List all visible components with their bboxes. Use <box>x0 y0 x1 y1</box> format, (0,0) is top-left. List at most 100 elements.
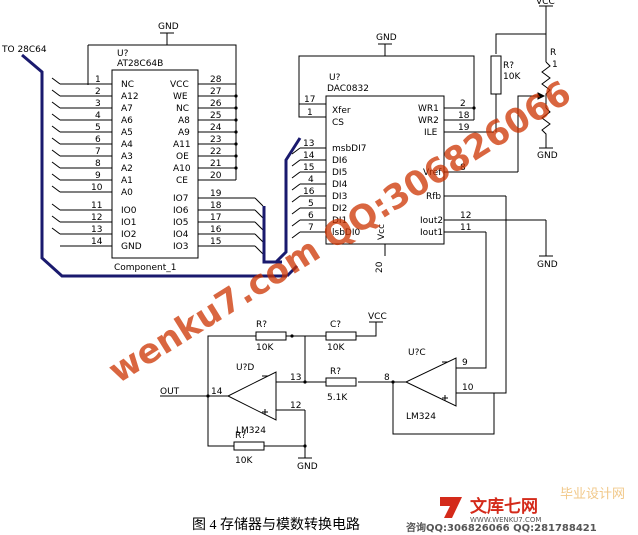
ic1-right-pins: VCC 28 WE 27 NC 26 A8 25 A9 24 A11 23 <box>170 75 255 252</box>
svg-text:22: 22 <box>210 147 221 157</box>
svg-text:A1: A1 <box>121 176 133 186</box>
svg-text:WR1: WR1 <box>418 104 439 114</box>
dac-right-pins: WR1 2 WR2 18 ILE 19 Vref 8 Rfb Iout2 12 <box>418 99 546 238</box>
svg-text:IO1: IO1 <box>121 218 136 228</box>
dac-pin: 17 Xfer <box>304 95 351 116</box>
svg-text:A6: A6 <box>121 116 133 126</box>
svg-text:Iout2: Iout2 <box>420 216 443 226</box>
node10-label: 10 <box>462 383 474 393</box>
svg-text:NC: NC <box>121 80 134 90</box>
svg-text:WR2: WR2 <box>418 116 439 126</box>
svg-text:A2: A2 <box>121 164 133 174</box>
node8-label: 8 <box>384 373 390 383</box>
svg-text:A9: A9 <box>178 128 190 138</box>
ic1-control-junctions <box>234 84 238 180</box>
vcc-opamp-label: VCC <box>368 312 387 322</box>
dac-pin: 7 lsbDI0 <box>300 223 360 238</box>
r-top-val: 10K <box>503 72 521 82</box>
ic1-body <box>111 69 199 259</box>
svg-text:Iout1: Iout1 <box>420 228 443 238</box>
dac-gnd-label: GND <box>376 33 397 43</box>
contact-watermark: 咨询QQ:306826066 QQ:281788421 <box>406 521 597 534</box>
dac-pin: 15 DI5 <box>300 163 347 178</box>
svg-text:6: 6 <box>95 135 101 145</box>
ic1-gnd-top <box>87 32 237 87</box>
rfb-wire <box>460 196 507 394</box>
svg-text:16: 16 <box>303 187 315 197</box>
svg-text:A12: A12 <box>121 92 139 102</box>
svg-text:14: 14 <box>303 151 315 161</box>
svg-text:19: 19 <box>210 189 222 199</box>
svg-text:13: 13 <box>91 225 102 235</box>
svg-text:15: 15 <box>303 163 314 173</box>
to-28c64-label: TO 28C64 <box>1 45 47 55</box>
dac-pin: Vref 8 <box>423 163 518 178</box>
node13-label: 13 <box>290 373 301 383</box>
dac-vcc-pin: Vcc 20 <box>375 224 387 273</box>
ic1-pin: 7 A3 <box>60 147 133 162</box>
svg-text:3: 3 <box>95 99 101 109</box>
ic1-pin: 4 A6 <box>60 111 133 126</box>
svg-text:DI6: DI6 <box>332 156 348 166</box>
r1-val: 10K <box>256 343 274 353</box>
svg-text:A7: A7 <box>121 104 133 114</box>
ic1-pin: 1 NC <box>60 75 134 90</box>
r3-val: 5.1K <box>327 393 348 403</box>
svg-text:12: 12 <box>460 211 471 221</box>
svg-text:12: 12 <box>91 213 102 223</box>
brand-url: WWW.WENKU7.COM <box>470 516 541 524</box>
svg-text:msbDI7: msbDI7 <box>332 144 366 154</box>
svg-text:17: 17 <box>210 213 221 223</box>
dac-pin: 4 DI4 <box>300 175 348 190</box>
dac-left-pins: 17 Xfer 1 CS 13 msbDI7 14 DI6 15 DI5 4 D… <box>300 95 366 238</box>
dac-pin: 14 DI6 <box>300 151 348 166</box>
r3-ref: R? <box>330 367 341 377</box>
svg-text:4: 4 <box>308 175 314 185</box>
ic1-pin: 11 IO0 <box>60 201 137 216</box>
ic1-pin: IO6 18 <box>173 201 255 216</box>
r-right-ref: R <box>550 48 556 58</box>
r3-body <box>325 377 357 387</box>
ic1-pin: IO3 15 <box>173 237 255 252</box>
gnd-iout2-label: GND <box>537 260 558 270</box>
vcc-top-right <box>490 5 553 172</box>
svg-text:11: 11 <box>91 201 102 211</box>
ic1-component-label: Component_1 <box>114 263 176 273</box>
svg-text:A0: A0 <box>121 188 133 198</box>
r1-ref: R? <box>256 320 267 330</box>
svg-text:A5: A5 <box>121 128 133 138</box>
svg-text:OE: OE <box>176 152 189 162</box>
dac-part-name: DAC0832 <box>327 84 369 94</box>
svg-text:2: 2 <box>95 87 101 97</box>
r4-val: 10K <box>235 456 253 466</box>
svg-text:4: 4 <box>95 111 101 121</box>
svg-text:IO7: IO7 <box>173 194 188 204</box>
ic1-pin: A10 21 <box>173 159 236 174</box>
svg-text:A4: A4 <box>121 140 133 150</box>
svg-text:DI4: DI4 <box>332 180 348 190</box>
r4-node <box>303 444 307 448</box>
vcc-resistor <box>305 321 383 341</box>
ic1-pin: 10 A0 <box>60 183 133 198</box>
ic1-pin: 9 A1 <box>60 171 133 186</box>
svg-text:ILE: ILE <box>424 128 438 138</box>
r2-val: 10K <box>327 343 345 353</box>
u7c-label: U?C <box>408 348 426 358</box>
svg-text:15: 15 <box>210 237 221 247</box>
ic1-pin: 3 A7 <box>60 99 133 114</box>
dac-pin: WR2 18 <box>418 111 474 126</box>
svg-text:10: 10 <box>91 183 103 193</box>
svg-text:28: 28 <box>210 75 222 85</box>
svg-text:8: 8 <box>95 159 101 169</box>
svg-text:Vcc: Vcc <box>377 224 387 240</box>
svg-text:1: 1 <box>95 75 101 85</box>
svg-text:16: 16 <box>210 225 222 235</box>
svg-text:IO2: IO2 <box>121 230 136 240</box>
ic1-pin: IO5 17 <box>173 213 255 228</box>
svg-text:lsbDI0: lsbDI0 <box>332 228 360 238</box>
svg-text:17: 17 <box>304 95 315 105</box>
data-bus <box>262 137 302 264</box>
out-label: OUT <box>160 387 180 397</box>
ic1-pin: IO7 19 <box>173 189 255 204</box>
